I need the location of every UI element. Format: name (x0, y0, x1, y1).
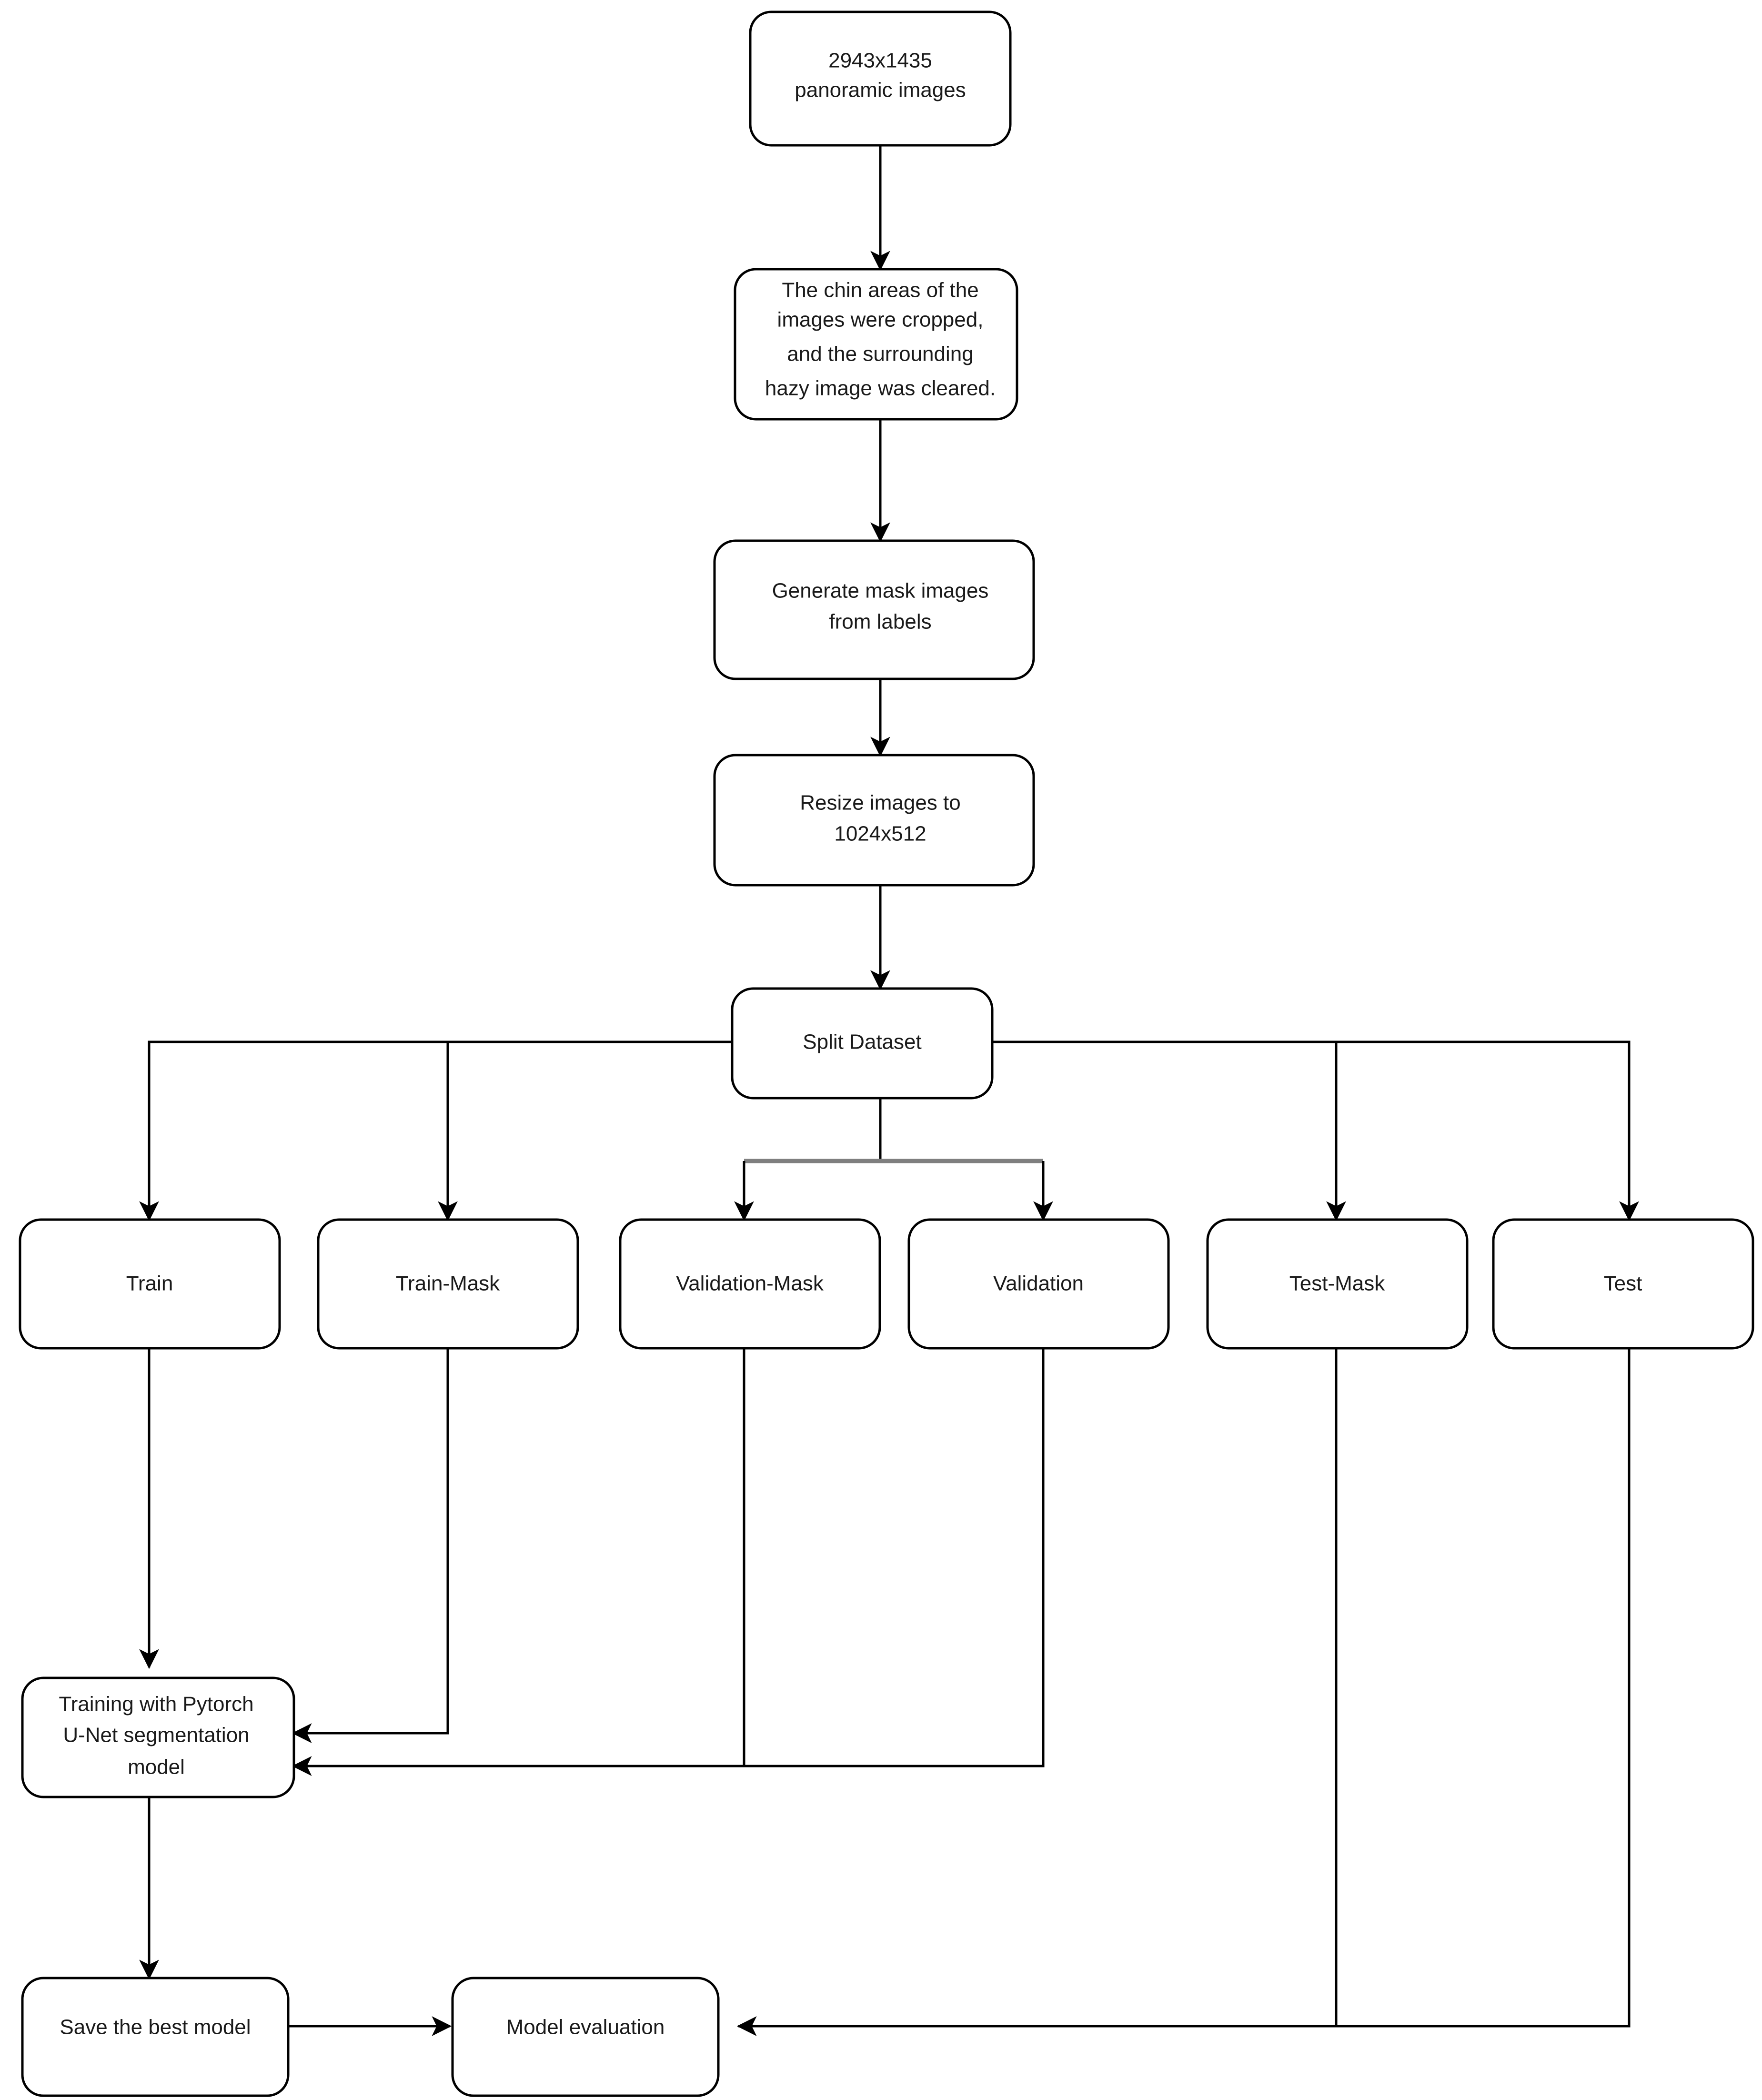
node-source-images-line2: panoramic images (795, 79, 966, 102)
node-training-line3: model (128, 1756, 185, 1779)
edge-split-to-train (139, 1040, 732, 1222)
node-generate-masks-line2: from labels (829, 610, 931, 634)
node-save-best-model-label: Save the best model (60, 2016, 251, 2039)
node-training-pytorch-unet[interactable]: Training with Pytorch U-Net segmentation… (21, 1676, 295, 1798)
edge-validation-to-training (744, 1348, 1045, 1767)
node-crop-chin-line2: images were cropped, (777, 308, 984, 332)
node-validation-shape (907, 1218, 1170, 1350)
node-training-line2: U-Net segmentation (63, 1724, 249, 1747)
node-save-best-model[interactable]: Save the best model (21, 1977, 290, 2097)
node-test-mask-label: Test-Mask (1289, 1272, 1385, 1295)
node-validation-label: Validation (993, 1272, 1084, 1295)
node-crop-chin-shape (734, 268, 1018, 421)
node-crop-chin-line3: and the surrounding (787, 343, 973, 366)
node-resize-images[interactable]: Resize images to 1024x512 (713, 754, 1035, 887)
node-test-shape (1492, 1218, 1754, 1350)
node-training-shape (21, 1676, 295, 1798)
node-generate-masks[interactable]: Generate mask images from labels (713, 539, 1035, 680)
node-crop-chin-line4: hazy image was cleared. (765, 377, 996, 400)
node-train-mask-label: Train-Mask (396, 1272, 500, 1295)
node-train-mask[interactable]: Train-Mask (317, 1218, 579, 1350)
node-split-dataset-label: Split Dataset (803, 1030, 921, 1054)
node-save-best-model-shape (21, 1977, 290, 2097)
edge-split-to-test (992, 1040, 1639, 1222)
node-crop-chin[interactable]: The chin areas of the images were croppe… (734, 268, 1018, 421)
node-validation-mask[interactable]: Validation-Mask (619, 1218, 881, 1350)
node-model-evaluation-shape (451, 1977, 720, 2097)
node-resize-images-line2: 1024x512 (834, 822, 926, 846)
node-training-line1: Training with Pytorch (59, 1693, 253, 1716)
node-train-shape (19, 1218, 281, 1350)
node-train-label: Train (126, 1272, 173, 1295)
node-split-dataset[interactable]: Split Dataset (731, 987, 994, 1100)
node-resize-images-line1: Resize images to (800, 791, 960, 815)
node-validation-mask-shape (619, 1218, 881, 1350)
edge-validation-mask-to-training (292, 1348, 745, 1776)
node-source-images[interactable]: 2943x1435 panoramic images (749, 10, 1012, 147)
node-train-mask-shape (317, 1218, 579, 1350)
node-resize-images-shape (713, 754, 1035, 887)
node-generate-masks-line1: Generate mask images (772, 579, 989, 603)
node-split-dataset-shape (731, 987, 994, 1100)
node-train[interactable]: Train (19, 1218, 281, 1350)
node-generate-masks-shape (713, 539, 1035, 680)
node-source-images-shape (749, 10, 1012, 147)
node-crop-chin-line1: The chin areas of the (782, 279, 978, 302)
edge-train-mask-to-training (292, 1348, 449, 1743)
node-test[interactable]: Test (1492, 1218, 1754, 1350)
node-model-evaluation[interactable]: Model evaluation (451, 1977, 720, 2097)
node-model-evaluation-label: Model evaluation (506, 2016, 665, 2039)
node-test-mask[interactable]: Test-Mask (1206, 1218, 1469, 1350)
node-test-label: Test (1604, 1272, 1642, 1295)
node-test-mask-shape (1206, 1218, 1469, 1350)
node-validation[interactable]: Validation (907, 1218, 1170, 1350)
edge-test-mask-to-evaluation (736, 1348, 1338, 2036)
node-source-images-line1: 2943x1435 (828, 49, 932, 72)
node-validation-mask-label: Validation-Mask (676, 1272, 824, 1295)
edge-test-to-evaluation (1336, 1348, 1631, 2028)
